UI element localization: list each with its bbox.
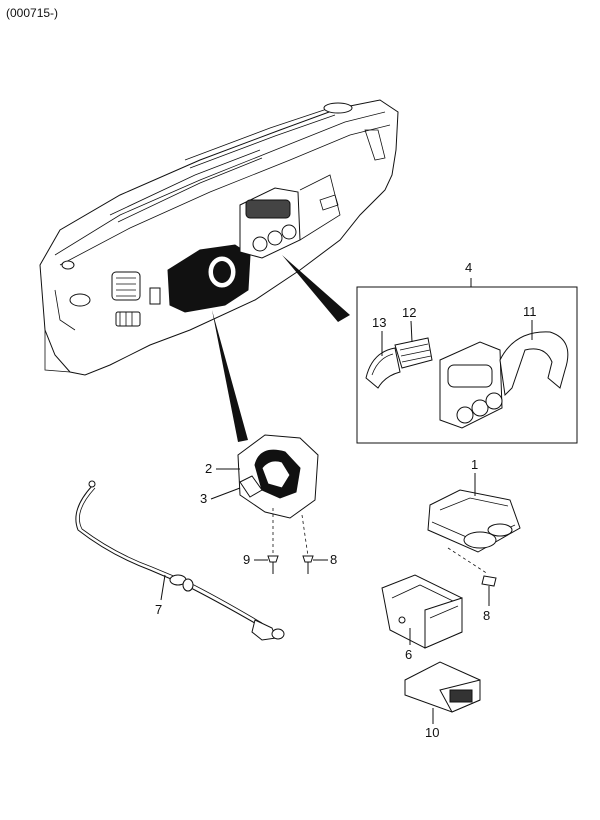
callout-2: 2 [205, 461, 212, 476]
callouts: 4 13 12 11 2 3 9 8 7 1 8 6 10 [155, 260, 537, 740]
callout-8-right: 8 [483, 608, 490, 623]
leader-wedge-cluster [212, 310, 248, 442]
callout-7: 7 [155, 602, 162, 617]
bracket-part [404, 661, 481, 713]
callout-4: 4 [465, 260, 472, 275]
callout-9: 9 [243, 552, 250, 567]
callout-12: 12 [402, 305, 416, 320]
holder-assembly [427, 489, 521, 598]
speedometer-cable [75, 480, 285, 641]
callout-11: 11 [523, 304, 537, 319]
callout-1: 1 [471, 457, 478, 472]
group-box-4 [356, 278, 578, 444]
callout-6: 6 [405, 647, 412, 662]
leader-wedge-center [282, 255, 350, 322]
diagram-code: (000715-) [6, 6, 59, 20]
callout-3: 3 [200, 491, 207, 506]
callout-13: 13 [372, 315, 386, 330]
callout-10: 10 [425, 725, 439, 740]
ashtray-part [381, 574, 463, 649]
callout-8-left: 8 [330, 552, 337, 567]
cluster-facia-assembly [237, 434, 319, 574]
dashboard-illustration [39, 99, 399, 376]
